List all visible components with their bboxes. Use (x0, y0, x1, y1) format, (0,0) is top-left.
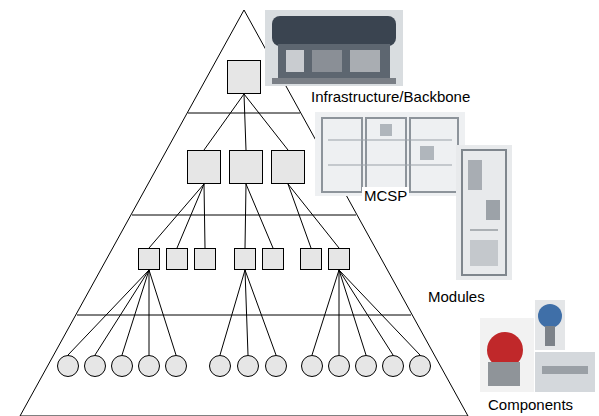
circle-outline (237, 355, 259, 377)
component-circle (409, 355, 431, 377)
hierarchy-line (288, 184, 339, 248)
component-circle (165, 355, 187, 377)
infrastructure-photo (265, 10, 403, 86)
component-circle (111, 355, 133, 377)
circle-shape (356, 356, 377, 377)
pyramid-outline (20, 10, 468, 416)
hierarchy-line (122, 270, 149, 355)
hierarchy-line (149, 270, 150, 355)
circle-shape (210, 356, 231, 377)
level-box (271, 150, 305, 184)
level-box (229, 150, 263, 184)
circle-outline (57, 355, 79, 377)
component-circle (301, 355, 323, 377)
circle-outline (165, 355, 187, 377)
hierarchy-line (149, 270, 176, 355)
hierarchy-line (339, 270, 366, 355)
circle-shape (329, 356, 350, 377)
level-box (234, 248, 256, 270)
module-photo (456, 145, 512, 280)
component-circle (57, 355, 79, 377)
level-label: Modules (426, 288, 487, 306)
level-box (187, 150, 221, 184)
circle-outline (265, 355, 287, 377)
circle-outline (355, 355, 377, 377)
hierarchy-line (244, 94, 246, 150)
circle-shape (302, 356, 323, 377)
level-label: MCSP (362, 187, 409, 205)
circle-outline (328, 355, 350, 377)
hierarchy-line (245, 270, 276, 355)
level-box (166, 248, 188, 270)
hierarchy-line (245, 270, 248, 355)
circle-outline (209, 355, 231, 377)
component-circle (209, 355, 231, 377)
component-circle (138, 355, 160, 377)
hierarchy-line (339, 270, 340, 355)
component-circle (84, 355, 106, 377)
level-label: Infrastructure/Backbone (309, 88, 472, 106)
component-circle (265, 355, 287, 377)
circle-shape (266, 356, 287, 377)
component-circle (328, 355, 350, 377)
circle-shape (238, 356, 259, 377)
circle-shape (85, 356, 106, 377)
hierarchy-line (149, 184, 204, 248)
hierarchy-line (312, 270, 339, 355)
level-box (262, 248, 284, 270)
hierarchy-line (220, 270, 245, 355)
level-divider (188, 113, 300, 114)
circle-shape (112, 356, 133, 377)
hierarchy-line (204, 94, 244, 150)
circle-shape (58, 356, 79, 377)
level-box (138, 248, 160, 270)
circle-outline (138, 355, 160, 377)
circle-shape (410, 356, 431, 377)
level-box (227, 60, 261, 94)
hierarchy-line (246, 184, 273, 248)
circle-outline (409, 355, 431, 377)
hierarchy-line (177, 184, 204, 248)
hierarchy-line (244, 94, 288, 150)
component-photos (480, 300, 595, 392)
hierarchy-line (245, 184, 246, 248)
level-label: Components (486, 396, 575, 414)
circle-outline (111, 355, 133, 377)
component-circle (355, 355, 377, 377)
level-box (300, 248, 322, 270)
hierarchy-line (95, 270, 149, 355)
circle-shape (166, 356, 187, 377)
circle-shape (383, 356, 404, 377)
circle-outline (382, 355, 404, 377)
level-box (194, 248, 216, 270)
circle-outline (301, 355, 323, 377)
hierarchy-line (288, 184, 311, 248)
component-circle (382, 355, 404, 377)
circle-outline (84, 355, 106, 377)
circle-shape (139, 356, 160, 377)
mcsp-photo (315, 112, 465, 196)
component-circle (237, 355, 259, 377)
hierarchy-line (68, 270, 149, 355)
hierarchy-line (339, 270, 393, 355)
level-box (328, 248, 350, 270)
level-divider (77, 315, 411, 316)
hierarchy-line (339, 270, 420, 355)
level-divider (132, 215, 356, 216)
hierarchy-line (204, 184, 205, 248)
